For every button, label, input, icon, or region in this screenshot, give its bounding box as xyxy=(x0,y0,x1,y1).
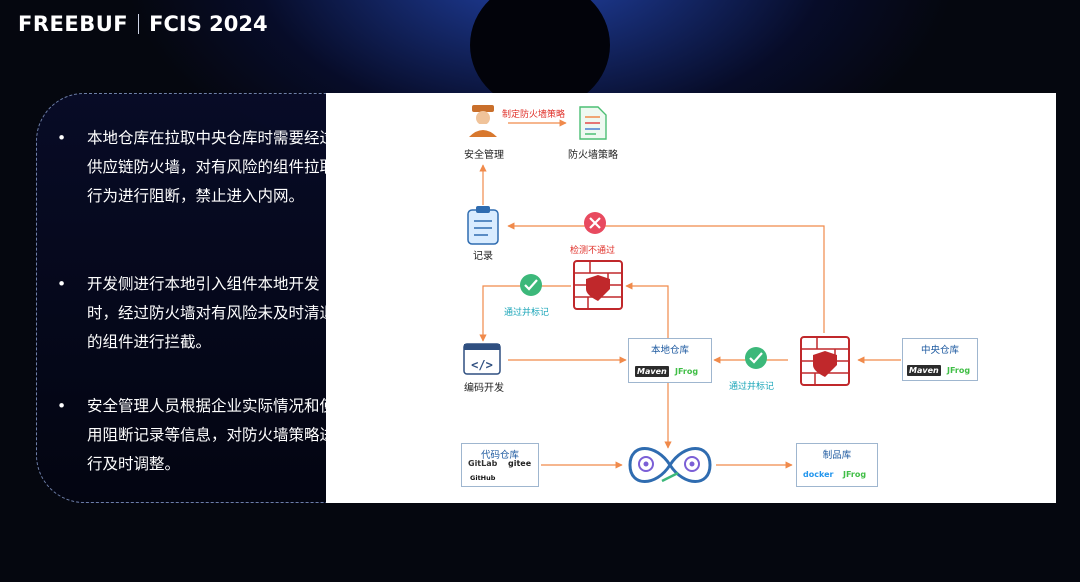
node-firewall-policy: 防火墙策略 xyxy=(568,150,618,161)
arrows xyxy=(479,119,901,469)
check-icon xyxy=(745,347,767,369)
bullet-dot: • xyxy=(57,275,67,293)
infinity-loop-icon xyxy=(628,447,712,483)
bullet-item: • 本地仓库在拉取中央仓库时需要经过供应链防火墙，对有风险的组件拉取行为进行阻断… xyxy=(57,124,347,211)
maven-logo: Maven xyxy=(907,365,941,376)
central-repo-title: 中央仓库 xyxy=(920,345,959,356)
edge-label-pass-mark-left: 通过并标记 xyxy=(504,308,550,318)
bullet-item: • 安全管理人员根据企业实际情况和使用阻断记录等信息，对防火墙策略进行及时调整。 xyxy=(57,392,347,479)
svg-text:</>: </> xyxy=(471,358,493,372)
header-logo-bar: FREEBUF FCIS 2024 xyxy=(18,10,268,38)
edge-label-set-policy: 制定防火墙策略 xyxy=(502,110,566,120)
edge-label-detect-fail: 检测不通过 xyxy=(570,246,616,256)
bullet-text: 开发侧进行本地引入组件本地开发时，经过防火墙对有风险未及时清退的组件进行拦截。 xyxy=(87,275,336,351)
edge-label-pass-mark-right: 通过并标记 xyxy=(729,382,775,392)
policy-list-icon xyxy=(579,106,607,140)
x-icon xyxy=(584,212,606,234)
background-beam xyxy=(470,0,610,110)
code-window-icon: </> xyxy=(463,343,501,375)
brand-logo: FREEBUF xyxy=(18,12,129,36)
jfrog-logo: JFrog xyxy=(675,367,699,376)
bullet-dot: • xyxy=(57,397,67,415)
clipboard-icon xyxy=(467,206,499,245)
gear-icon xyxy=(684,456,700,472)
docker-logo: docker xyxy=(803,470,834,479)
firewall-icon xyxy=(573,260,623,310)
bullet-dot: • xyxy=(57,129,67,147)
firewall-icon xyxy=(800,336,850,386)
gear-icon xyxy=(638,456,654,472)
supply-chain-firewall-diagram: </> xyxy=(326,93,1056,503)
code-repo-title: 代码仓库 xyxy=(480,450,519,461)
node-record: 记录 xyxy=(473,251,493,262)
local-repo-box: 本地仓库 Maven JFrog xyxy=(628,338,712,383)
arrow-local-to-firewall xyxy=(625,282,669,338)
gitlab-logo: GitLab xyxy=(468,459,498,468)
artifact-repo-box: 制品库 docker JFrog xyxy=(796,443,878,487)
bullet-text: 安全管理人员根据企业实际情况和使用阻断记录等信息，对防火墙策略进行及时调整。 xyxy=(87,397,336,473)
node-coding-dev: 编码开发 xyxy=(464,383,504,394)
jfrog-logo: JFrog xyxy=(843,470,867,479)
maven-logo: Maven xyxy=(635,366,669,377)
bullet-item: • 开发侧进行本地引入组件本地开发时，经过防火墙对有风险未及时清退的组件进行拦截… xyxy=(57,270,347,357)
github-logo: GitHub xyxy=(470,474,496,482)
node-security-admin: 安全管理 xyxy=(464,150,504,161)
header-divider xyxy=(138,14,140,34)
local-repo-title: 本地仓库 xyxy=(650,345,689,356)
jfrog-logo: JFrog xyxy=(947,366,971,375)
arrow-detect-fail xyxy=(507,222,825,333)
bullet-text: 本地仓库在拉取中央仓库时需要经过供应链防火墙，对有风险的组件拉取行为进行阻断，禁… xyxy=(87,129,336,205)
gitee-logo: gitee xyxy=(508,459,532,468)
artifact-repo-title: 制品库 xyxy=(822,450,852,461)
central-repo-box: 中央仓库 Maven JFrog xyxy=(902,338,978,381)
check-icon xyxy=(520,274,542,296)
diagram-canvas: </> xyxy=(463,105,901,483)
event-logo: FCIS 2024 xyxy=(149,12,268,36)
code-repo-box: 代码仓库 GitLab gitee GitHub xyxy=(461,443,539,487)
officer-icon xyxy=(469,105,497,137)
